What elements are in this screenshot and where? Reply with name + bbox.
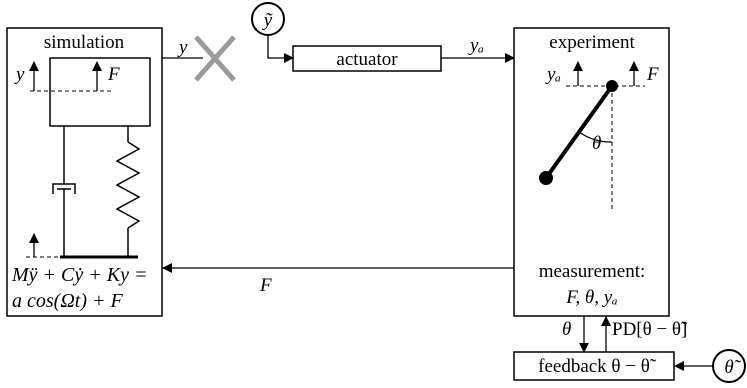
pd-label: PD[θ − θ̃] [612, 319, 688, 340]
pendulum-pivot [606, 80, 618, 92]
experiment-block: experiment yₐ F θ measurement: F, θ, yₐ [513, 27, 670, 317]
equation-line-2: a cos(Ωt) + F [12, 290, 123, 312]
ya-signal-label: yₐ [468, 35, 484, 56]
y-signal-label: y [177, 37, 188, 58]
simulation-block: simulation y F Mÿ + Cẏ + Ky = a cos(Ωt) … [6, 27, 163, 317]
damper [52, 126, 76, 257]
feedback-label: feedback θ − θ̃ [538, 356, 657, 377]
theta-tilde-input [712, 349, 746, 383]
simulation-frame [6, 27, 163, 317]
ya-label: yₐ [545, 64, 561, 85]
theta-arc [578, 131, 613, 143]
measurement-line-1: measurement: [539, 261, 646, 282]
F-return-label: F [259, 275, 272, 296]
experiment-frame [513, 27, 670, 317]
pendulum-bob [539, 171, 553, 185]
simulation-title: simulation [44, 32, 125, 53]
y-tilde-label: ỹ [262, 10, 273, 31]
mass-block [49, 57, 151, 127]
experiment-title: experiment [549, 32, 635, 53]
theta-label: θ [592, 133, 601, 154]
measurement-line-2: F, θ, yₐ [565, 287, 617, 308]
actuator-label: actuator [336, 49, 398, 70]
spring [115, 126, 141, 257]
F-label: F [107, 64, 120, 85]
y-label: y [14, 64, 25, 85]
theta-down-label: θ [562, 319, 571, 340]
equation-line-1: Mÿ + Cẏ + Ky = [11, 264, 147, 286]
broken-connection-x [194, 35, 236, 82]
y-tilde-connector [267, 35, 294, 63]
F-exp-label: F [646, 64, 659, 85]
